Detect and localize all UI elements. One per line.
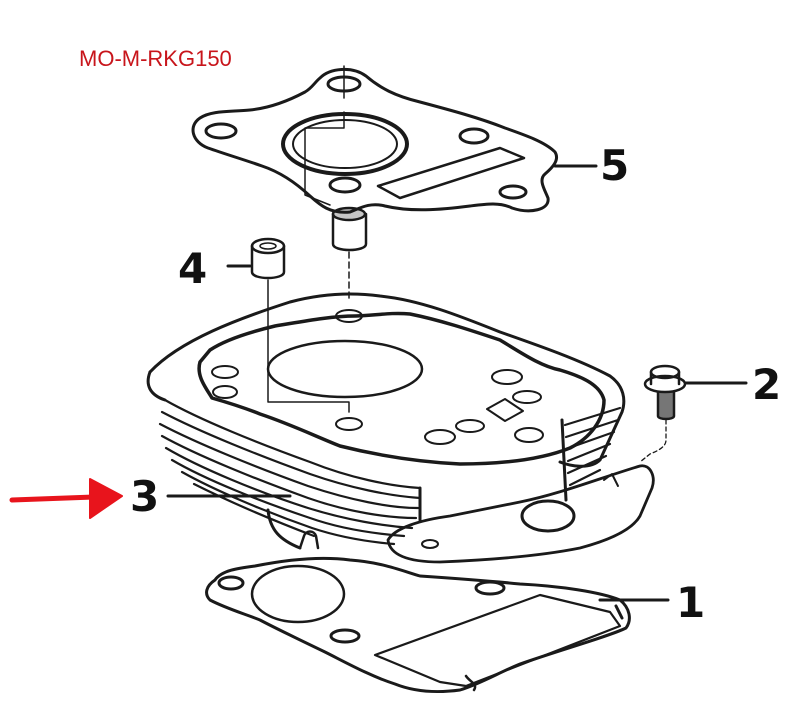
base-gasket-part-1 <box>205 556 670 694</box>
callout-2[interactable]: 2 <box>752 360 782 409</box>
part-code-label: MO-M-RKG150 <box>79 46 232 71</box>
cylinder-block-part-3 <box>146 292 655 564</box>
callout-4[interactable]: 4 <box>178 244 208 293</box>
flange-bolt-part-2 <box>639 364 748 463</box>
dowel-pin-part-4 <box>226 237 350 413</box>
highlight-arrow-icon <box>9 478 123 519</box>
head-gasket-part-5 <box>191 65 559 214</box>
dowel-upper <box>331 206 368 301</box>
callout-5[interactable]: 5 <box>600 141 630 190</box>
callout-1[interactable]: 1 <box>676 578 706 627</box>
callout-3[interactable]: 3 <box>130 472 160 521</box>
